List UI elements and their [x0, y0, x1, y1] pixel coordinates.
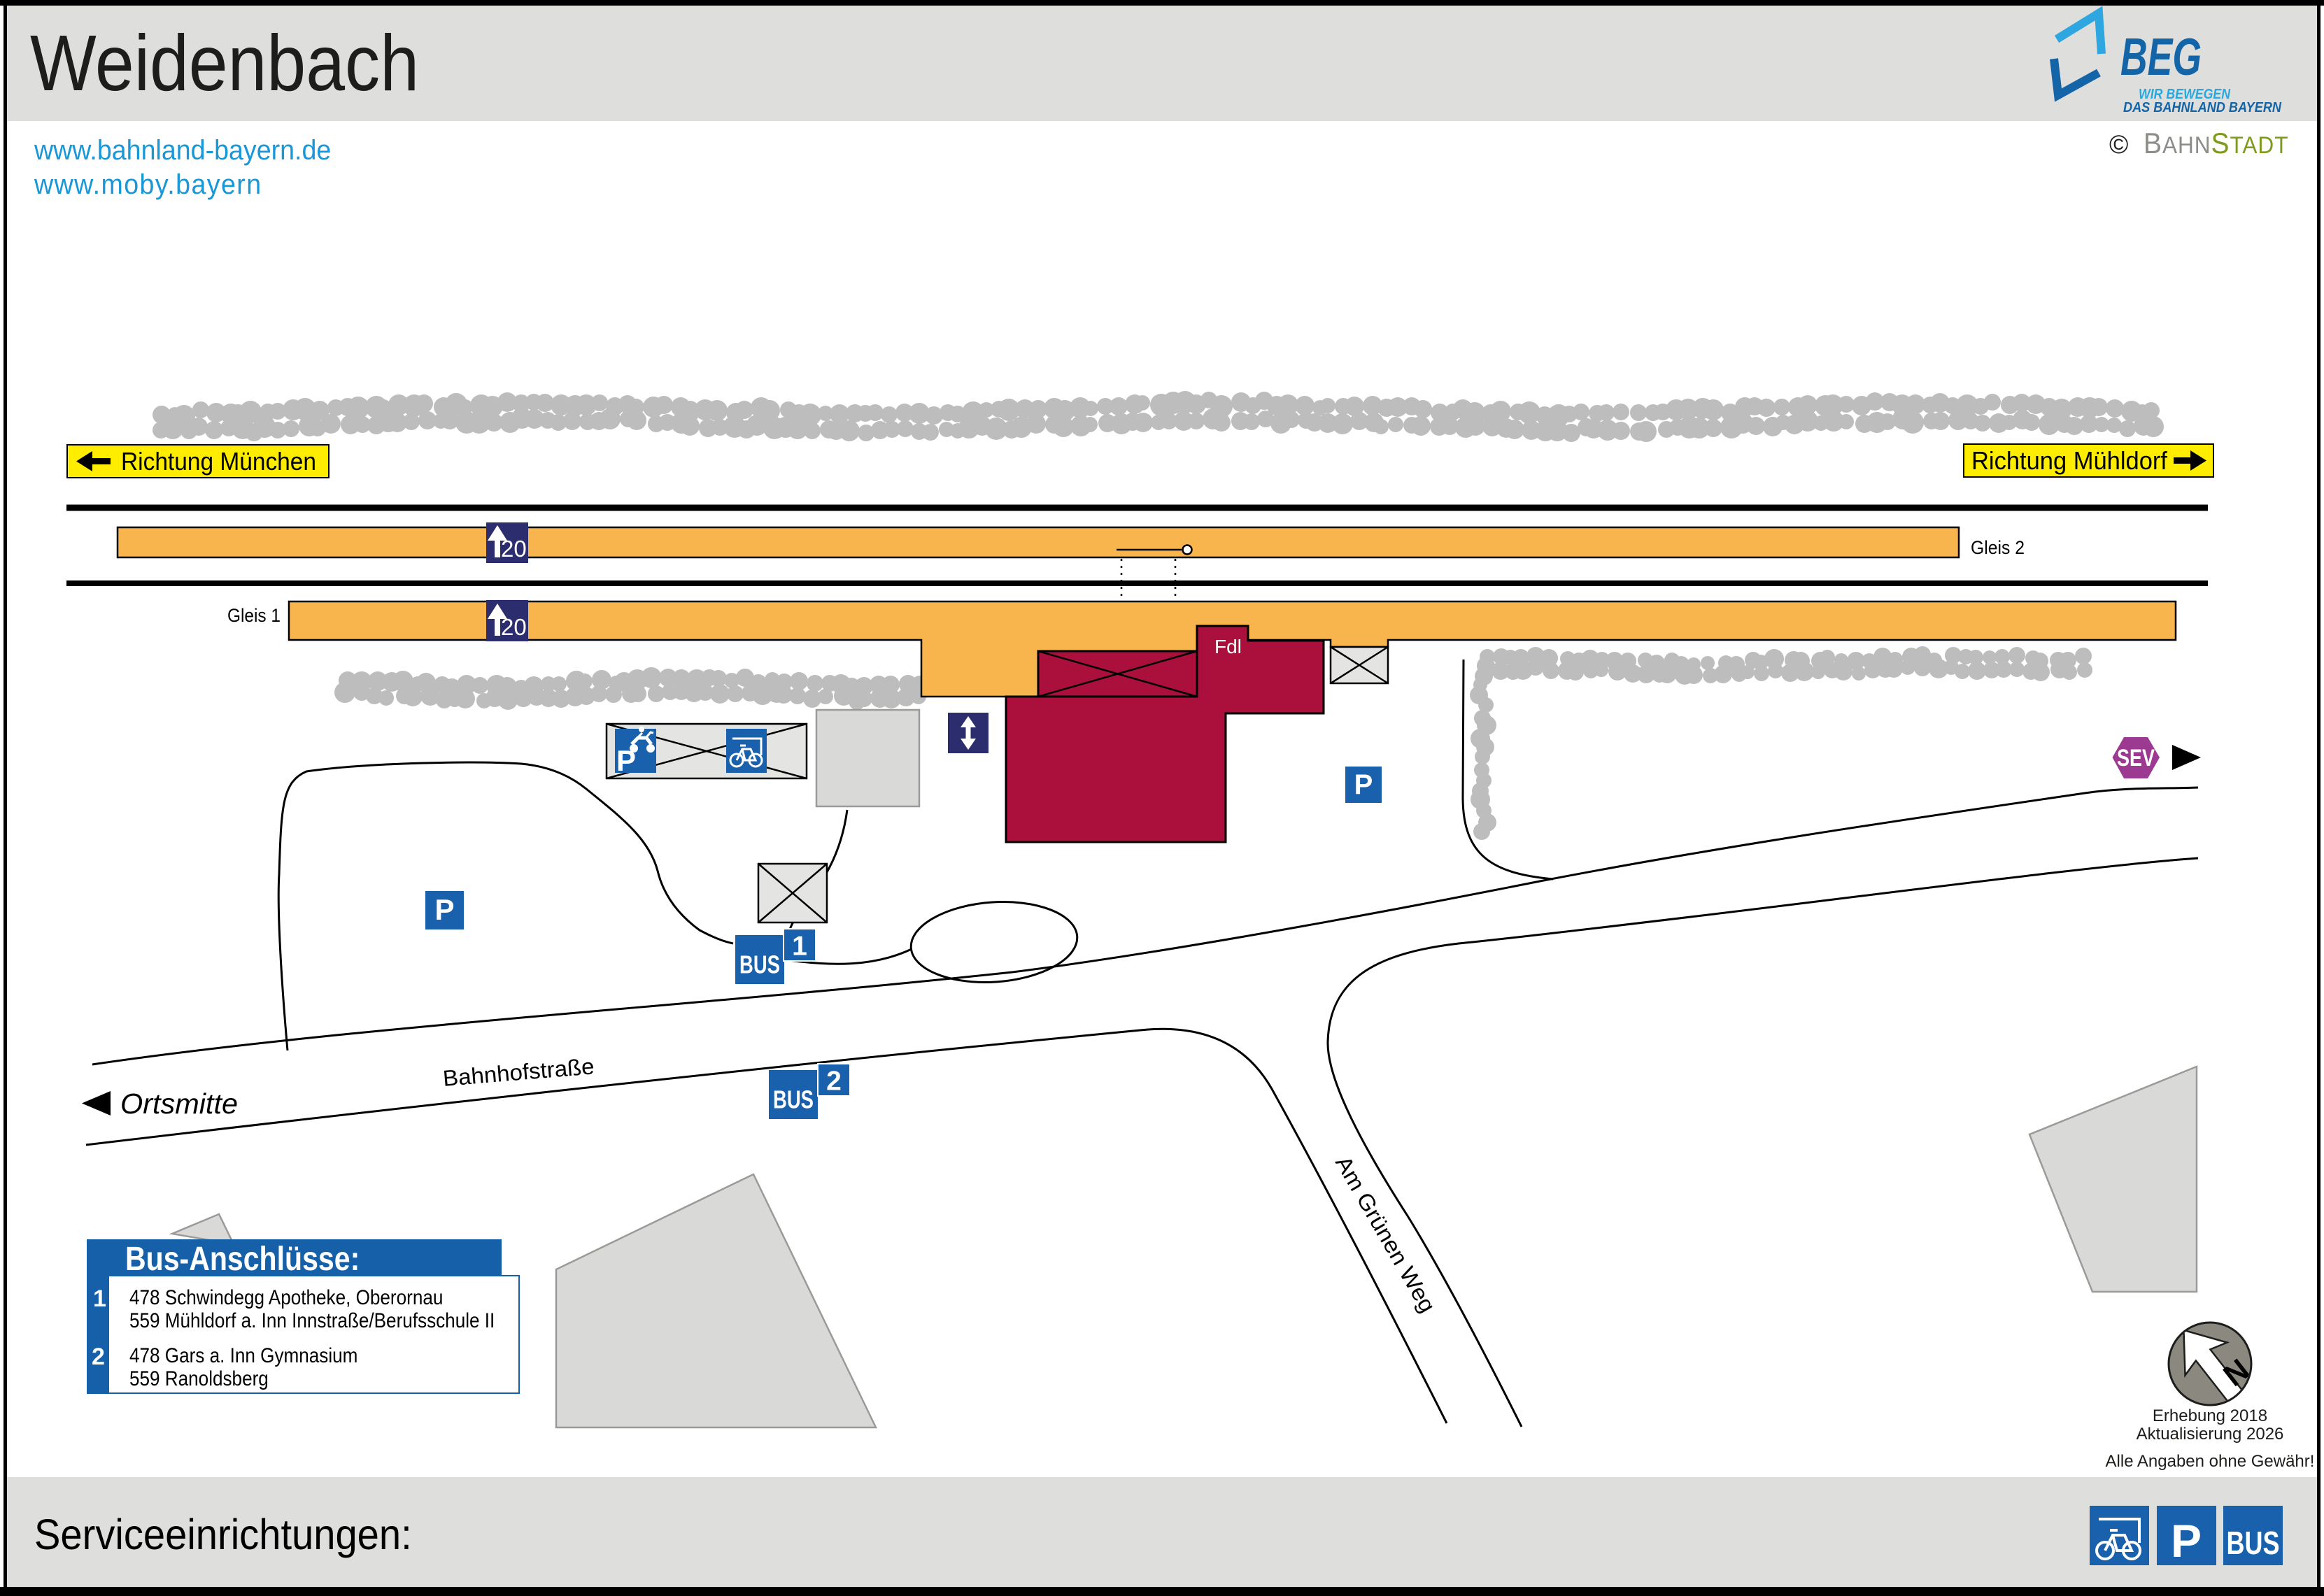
- svg-text:WIR BEWEGEN: WIR BEWEGEN: [2139, 87, 2230, 102]
- svg-text:DAS BAHNLAND BAYERN: DAS BAHNLAND BAYERN: [2123, 100, 2281, 115]
- svg-text:Ortsmitte: Ortsmitte: [120, 1088, 238, 1120]
- svg-text:BUS: BUS: [2227, 1525, 2280, 1561]
- svg-text:P: P: [1354, 769, 1373, 800]
- svg-text:2: 2: [826, 1067, 842, 1097]
- svg-text:Richtung München: Richtung München: [121, 447, 316, 476]
- svg-text:Bahnhofstraße: Bahnhofstraße: [442, 1053, 595, 1091]
- svg-text:SEV: SEV: [2117, 745, 2155, 771]
- svg-text:20: 20: [501, 614, 527, 640]
- svg-text:Am Grünen Weg: Am Grünen Weg: [1331, 1152, 1440, 1317]
- svg-text:BAHNSTADT: BAHNSTADT: [2144, 127, 2288, 160]
- svg-text:Gleis 1: Gleis 1: [227, 605, 281, 626]
- svg-text:©: ©: [2109, 130, 2128, 159]
- svg-text:BUS: BUS: [739, 950, 780, 979]
- svg-text:P: P: [434, 893, 454, 926]
- svg-text:20: 20: [501, 536, 527, 562]
- svg-text:Fdl: Fdl: [1214, 636, 1242, 657]
- svg-text:1: 1: [792, 932, 807, 962]
- svg-text:BUS: BUS: [773, 1085, 814, 1114]
- svg-text:Gleis 2: Gleis 2: [1971, 537, 2025, 558]
- svg-text:P: P: [2171, 1515, 2202, 1567]
- svg-text:BEG: BEG: [2120, 27, 2202, 86]
- svg-text:Richtung Mühldorf: Richtung Mühldorf: [1971, 446, 2168, 475]
